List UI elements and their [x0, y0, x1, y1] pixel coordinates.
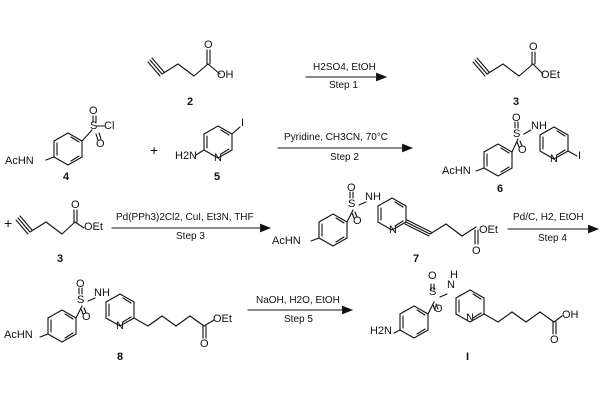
atom-label-n: N	[466, 312, 474, 324]
step-2-label: Step 2	[330, 152, 359, 163]
atom-label-o: O	[472, 245, 481, 257]
atom-label-s: S	[348, 198, 356, 210]
step-4-label: Step 4	[538, 233, 567, 244]
compound-number-8: 8	[117, 351, 124, 363]
atom-label-oet: OEt	[541, 69, 560, 81]
compound-4-structure	[45, 115, 105, 166]
atom-label-nh: NH	[531, 120, 547, 132]
atom-label-o: O	[550, 334, 559, 346]
step-5-reagents: NaOH, H2O, EtOH	[256, 295, 340, 306]
atom-label-acnh: AcHN	[272, 235, 301, 247]
compound-number-3: 3	[513, 96, 520, 108]
atom-label-h2n: H2N	[175, 150, 198, 162]
atom-label-o: O	[204, 39, 213, 51]
atom-label-o: O	[518, 144, 527, 156]
step-1-reagents: H2SO4, EtOH	[313, 62, 376, 73]
compound-number-6: 6	[497, 183, 504, 195]
atom-label-o: O	[512, 112, 521, 124]
compound-5-structure	[195, 125, 241, 159]
compound-number-7: 7	[413, 253, 420, 265]
compound-6-structure	[475, 121, 578, 177]
compound-2-structure	[147, 49, 221, 77]
atom-label-oh: OH	[217, 69, 234, 81]
atom-label-n: N	[447, 279, 455, 291]
atom-label-s: S	[77, 294, 85, 306]
atom-label-cl: Cl	[104, 120, 115, 132]
atom-label-n: N	[214, 152, 222, 164]
atom-label-i: I	[241, 117, 245, 129]
atom-label-s: S	[429, 286, 437, 298]
compound-3-structure	[472, 51, 544, 77]
atom-label-o: O	[82, 311, 91, 323]
atom-label-n: N	[389, 224, 397, 236]
atom-label-h: H	[450, 269, 458, 281]
atom-label-acnh: AcHN	[442, 165, 471, 177]
step-3-reagents: Pd(PPh3)2Cl2, CuI, Et3N, THF	[116, 212, 254, 223]
atom-label-o: O	[347, 182, 356, 194]
step-1-label: Step 1	[329, 80, 358, 91]
compound-number-I: I	[466, 351, 470, 363]
atom-label-o: O	[200, 338, 209, 350]
atom-label-nh: NH	[365, 191, 381, 203]
atom-label-oh: OH	[562, 309, 579, 321]
atom-label-h2n: H2N	[370, 325, 393, 337]
plus-sign: +	[4, 215, 13, 231]
atom-label-acnh: AcHN	[4, 329, 33, 341]
compound-number-2: 2	[187, 96, 194, 108]
step-5-label: Step 5	[284, 314, 313, 325]
atom-label-o: O	[76, 278, 85, 290]
atom-label-n: N	[116, 320, 124, 332]
atom-label-o: O	[89, 105, 98, 117]
atom-label-acnh: AcHN	[5, 155, 34, 167]
compound-number-4: 4	[63, 171, 70, 183]
atom-label-o: O	[428, 270, 437, 282]
atom-label-nh: NH	[94, 287, 110, 299]
compound-number-5: 5	[214, 171, 221, 183]
compound-number-3b: 3	[57, 253, 64, 265]
atom-label-o: O	[529, 41, 538, 53]
atom-label-oet: OEt	[479, 224, 498, 236]
atom-label-s: S	[513, 128, 521, 140]
atom-label-i: I	[578, 150, 582, 162]
compound-I-structure	[393, 283, 563, 339]
atom-label-o: O	[71, 199, 80, 211]
atom-label-o: O	[96, 138, 105, 150]
atom-label-o: O	[353, 215, 362, 227]
atom-label-oet: OEt	[84, 221, 103, 233]
atom-label-s: S	[90, 120, 98, 132]
atom-label-n: N	[550, 153, 558, 165]
plus-sign: +	[150, 142, 159, 158]
compound-8-structure	[39, 287, 215, 343]
step-4-reagents: Pd/C, H2, EtOH	[513, 212, 584, 223]
compound-7-structure	[310, 191, 479, 247]
atom-label-oet: OEt	[213, 313, 232, 325]
compound-3b-structure	[15, 209, 85, 235]
step-3-label: Step 3	[176, 231, 205, 242]
step-2-reagents: Pyridine, CH3CN, 70°C	[284, 132, 389, 143]
atom-label-o: O	[434, 303, 443, 315]
